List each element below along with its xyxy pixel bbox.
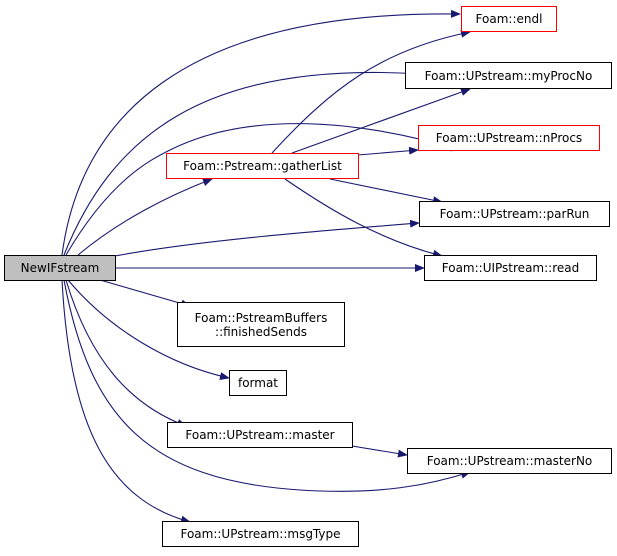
node-label: Foam::UPstream::master (185, 428, 335, 442)
node-label: Foam::UPstream::myProcNo (424, 68, 593, 83)
node-endl[interactable]: Foam::endl (461, 6, 557, 32)
node-label: Foam::endl (475, 12, 543, 26)
node-finishedsends[interactable]: Foam::PstreamBuffers::finishedSends (177, 302, 345, 347)
edge-gatherlist-myprocno (291, 88, 471, 154)
node-label: Foam::UPstream::nProcs (435, 131, 583, 145)
node-gatherlist[interactable]: Foam::Pstream::gatherList (166, 153, 359, 179)
node-label-line1: Foam::PstreamBuffers (194, 310, 328, 325)
node-label: NewIFstream (20, 261, 100, 275)
node-label: Foam::UPstream::masterNo (426, 454, 593, 468)
node-format[interactable]: format (229, 370, 287, 396)
edge-gatherlist-endl (271, 29, 471, 154)
edge-root-myprocno (63, 69, 421, 256)
edge-root-masterno (63, 279, 471, 492)
edge-gatherlist-parrun (329, 178, 443, 205)
node-label: Foam::Pstream::gatherList (183, 159, 342, 173)
node-newifstream: NewIFstream (4, 255, 116, 281)
edge-root-endl (61, 9, 461, 256)
node-master[interactable]: Foam::UPstream::master (167, 422, 353, 448)
node-read[interactable]: Foam::UIPstream::read (424, 255, 597, 281)
edge-root-parrun (114, 219, 420, 257)
node-label-line2: ::finishedSends (215, 324, 307, 339)
node-nprocs[interactable]: Foam::UPstream::nProcs (418, 125, 600, 151)
node-parrun[interactable]: Foam::UPstream::parRun (419, 201, 610, 227)
edge-gatherlist-read (284, 178, 443, 258)
edge-root-gatherlist (77, 178, 213, 256)
edge-gatherlist-nprocs (357, 146, 419, 156)
node-masterno[interactable]: Foam::UPstream::masterNo (407, 448, 612, 474)
edge-root-master (65, 279, 187, 427)
node-label: Foam::UIPstream::read (441, 261, 580, 275)
edge-root-nprocs (65, 123, 461, 256)
node-label: Foam::UPstream::parRun (439, 207, 590, 221)
node-msgtype[interactable]: Foam::UPstream::msgType (162, 521, 359, 547)
node-myprocno[interactable]: Foam::UPstream::myProcNo (405, 62, 612, 89)
edge-root-msgtype (61, 279, 191, 524)
node-label: format (237, 376, 279, 390)
edge-root-finishedsends (99, 279, 191, 308)
edge-root-format (67, 279, 230, 380)
edge-master-masterno (351, 445, 408, 458)
node-label: Foam::UPstream::msgType (180, 527, 341, 541)
